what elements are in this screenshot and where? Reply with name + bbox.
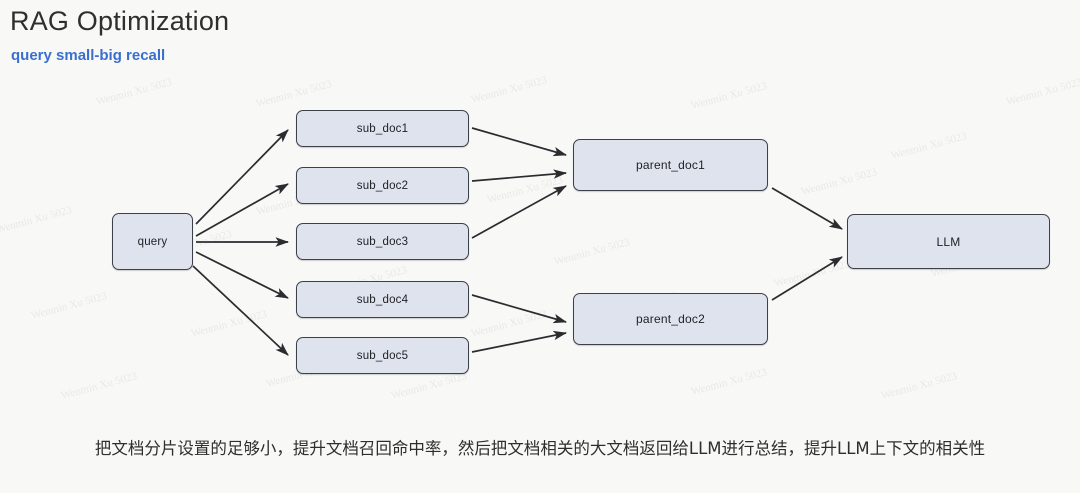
node-label: sub_doc1 xyxy=(356,122,409,135)
node-label: sub_doc4 xyxy=(356,293,409,306)
node-sub-doc-5[interactable]: sub_doc5 xyxy=(296,337,469,374)
node-sub-doc-1[interactable]: sub_doc1 xyxy=(296,110,469,147)
edge-sub_doc3-parent_doc1 xyxy=(471,185,567,239)
node-parent-doc-2[interactable]: parent_doc2 xyxy=(573,293,768,345)
node-parent-doc-1[interactable]: parent_doc1 xyxy=(573,139,768,191)
node-label: LLM xyxy=(936,234,961,249)
node-query[interactable]: query xyxy=(112,213,193,270)
node-label: parent_doc2 xyxy=(636,312,705,326)
node-sub-doc-2[interactable]: sub_doc2 xyxy=(296,167,469,204)
node-label: sub_doc2 xyxy=(356,179,409,192)
edge-parent_doc2-llm xyxy=(771,256,843,301)
edge-query-sub_doc2 xyxy=(195,183,289,237)
node-label: parent_doc1 xyxy=(636,158,705,172)
node-label: sub_doc3 xyxy=(356,235,409,248)
node-sub-doc-3[interactable]: sub_doc3 xyxy=(296,223,469,260)
page-title: RAG Optimization xyxy=(10,6,230,36)
edge-query-sub_doc5 xyxy=(192,265,289,356)
node-sub-doc-4[interactable]: sub_doc4 xyxy=(296,281,469,318)
edge-sub_doc4-parent_doc2 xyxy=(471,294,567,324)
node-label: query xyxy=(137,235,168,248)
node-label: sub_doc5 xyxy=(356,349,409,362)
edge-sub_doc5-parent_doc2 xyxy=(471,330,567,353)
edge-query-sub_doc1 xyxy=(195,129,289,225)
node-llm[interactable]: LLM xyxy=(847,214,1050,269)
edge-parent_doc1-llm xyxy=(771,187,843,230)
edge-sub_doc2-parent_doc1 xyxy=(471,169,568,182)
edge-sub_doc1-parent_doc1 xyxy=(471,127,567,157)
page-subtitle: query small-big recall xyxy=(11,47,166,64)
edge-query-sub_doc4 xyxy=(195,251,289,299)
caption-text: 把文档分片设置的足够小，提升文档召回命中率，然后把文档相关的大文档返回给LLM进… xyxy=(94,439,986,458)
